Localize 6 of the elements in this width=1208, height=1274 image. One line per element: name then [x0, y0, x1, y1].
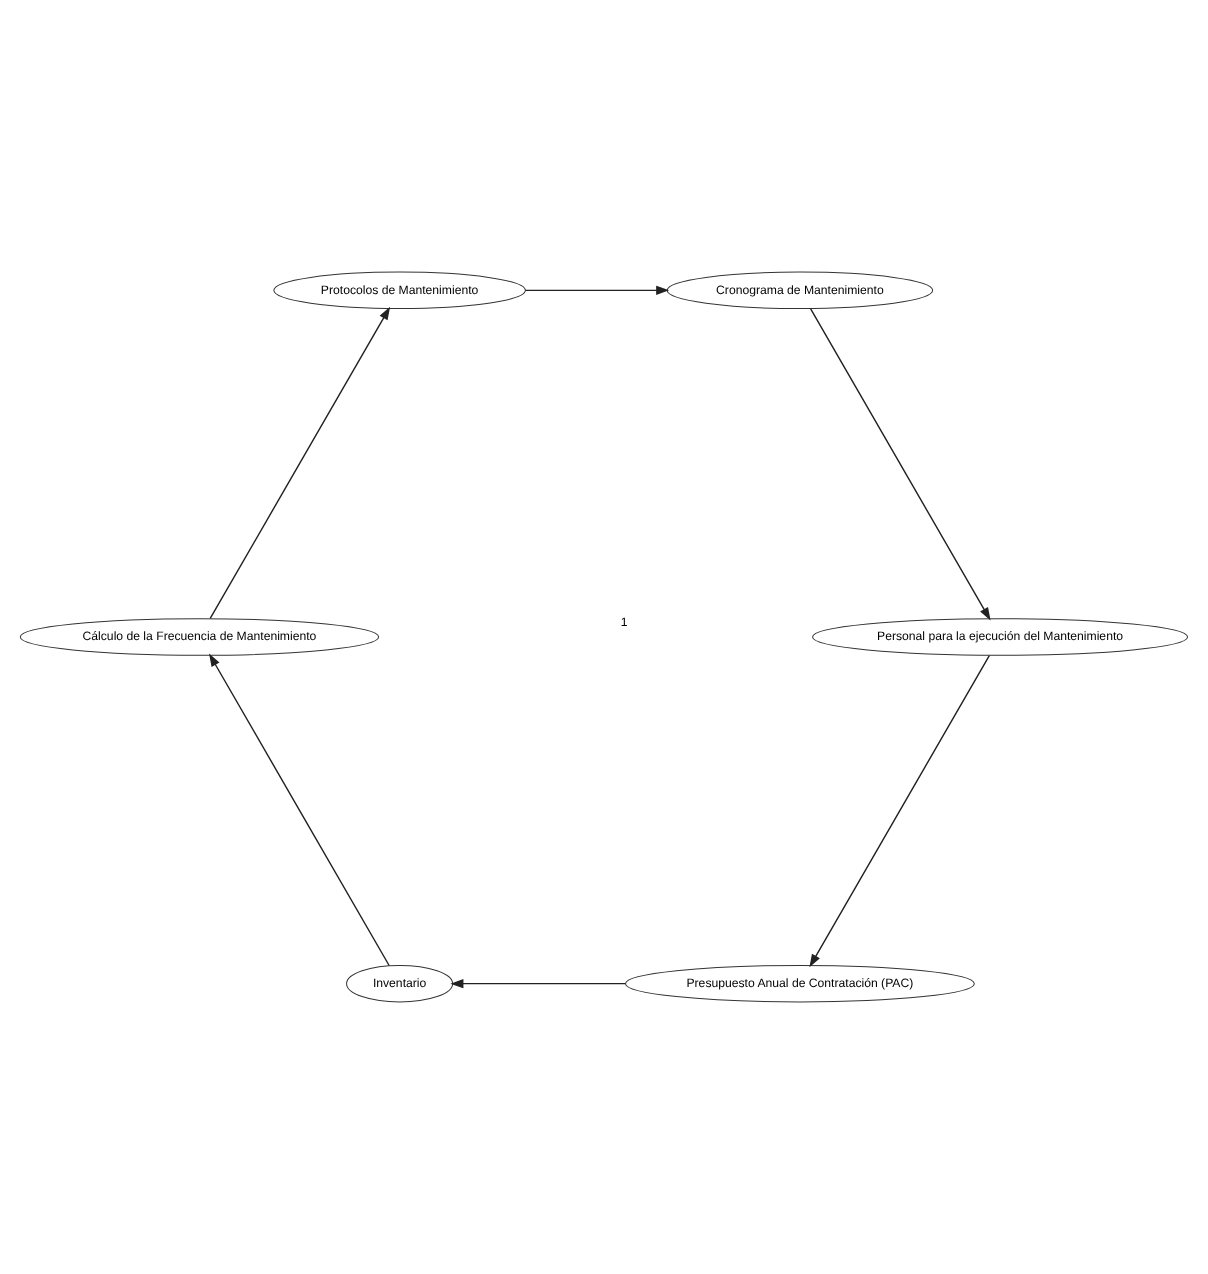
arrow [809, 654, 990, 968]
arrow [209, 653, 390, 967]
arrow [450, 979, 627, 989]
arrow [209, 306, 391, 620]
arrow [809, 308, 991, 621]
arrow [524, 285, 670, 295]
